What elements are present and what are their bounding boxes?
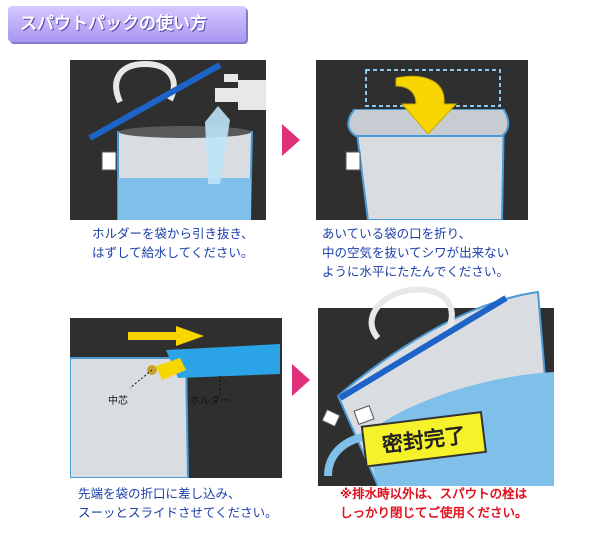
- step-arrow-1: [282, 124, 300, 156]
- step3-caption-line1: 先端を袋の折口に差し込み、: [78, 484, 278, 503]
- step-arrow-2: [292, 364, 310, 396]
- step1-illustration: [70, 60, 266, 220]
- step2-caption-line1: あいている袋の口を折り、: [322, 224, 509, 243]
- step4-illustration: 密封完了: [318, 286, 554, 486]
- holder-label: ホルダー: [190, 394, 230, 407]
- step2-illustration: [316, 60, 528, 220]
- warning-line1: ※排水時以外は、スパウトの栓は: [340, 484, 528, 503]
- spout-cap: [102, 152, 116, 170]
- spout-cap: [346, 152, 360, 170]
- holder-bar: [166, 344, 280, 378]
- core-label: 中芯: [108, 394, 128, 407]
- page-title: スパウトパックの使い方: [8, 6, 246, 42]
- step2-caption-line3: ように水平にたたんでください。: [322, 262, 509, 281]
- step2-caption-line2: 中の空気を抜いてシワが出来ない: [322, 243, 509, 262]
- step3-caption-line2: スーッとスライドさせてください。: [78, 503, 278, 522]
- step3-illustration: 中芯 ホルダー: [70, 318, 282, 478]
- warning-line2: しっかり閉じてご使用ください。: [340, 503, 528, 522]
- step1-caption-line2: はずして給水してください。: [92, 243, 254, 262]
- step1-caption-line1: ホルダーを袋から引き抜き、: [92, 224, 254, 243]
